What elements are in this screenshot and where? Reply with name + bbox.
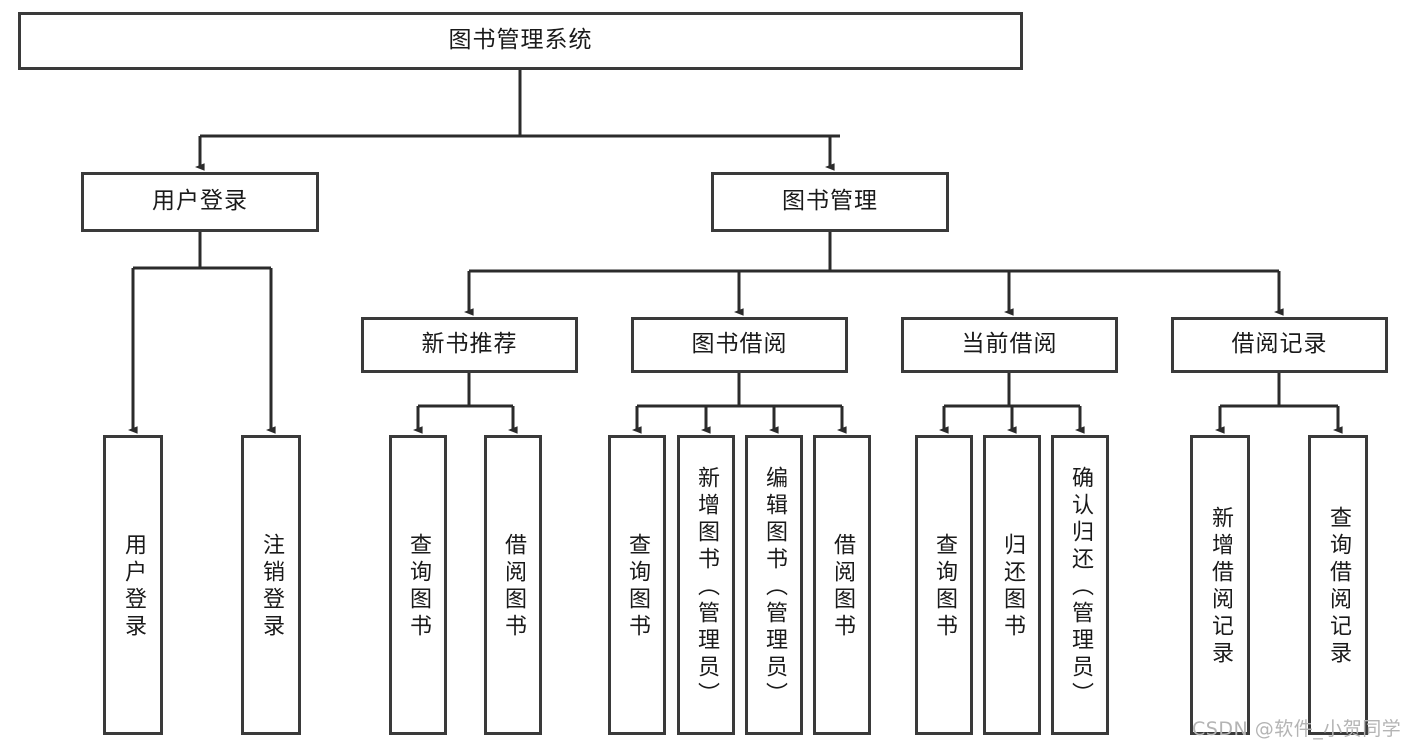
node-leaf-add-record[interactable]: 新增借阅记录	[1190, 435, 1250, 735]
node-leaf-user-login-label: 用户登录	[121, 533, 146, 641]
node-new-book-recommend[interactable]: 新书推荐	[361, 317, 578, 373]
node-leaf-query-book-3-label: 查询图书	[932, 533, 957, 641]
node-leaf-confirm-return[interactable]: 确认归还（管理员）	[1051, 435, 1109, 735]
node-leaf-user-login[interactable]: 用户登录	[103, 435, 163, 735]
node-leaf-query-book-1-label: 查询图书	[406, 533, 431, 641]
node-leaf-return-book-label: 归还图书	[1000, 533, 1025, 641]
node-new-book-recommend-label: 新书推荐	[421, 331, 518, 358]
node-book-manage-label: 图书管理	[782, 188, 878, 215]
node-leaf-confirm-return-label: 确认归还（管理员）	[1068, 465, 1093, 709]
csdn-watermark: CSDN @软件_小贺同学	[1192, 718, 1402, 740]
node-leaf-add-record-label: 新增借阅记录	[1208, 506, 1233, 668]
node-leaf-query-record[interactable]: 查询借阅记录	[1308, 435, 1368, 735]
node-leaf-query-book-1[interactable]: 查询图书	[389, 435, 447, 735]
node-leaf-add-book[interactable]: 新增图书（管理员）	[677, 435, 735, 735]
node-leaf-return-book[interactable]: 归还图书	[983, 435, 1041, 735]
node-leaf-logout-label: 注销登录	[259, 533, 284, 641]
node-leaf-borrow-book-2-label: 借阅图书	[830, 533, 855, 641]
node-leaf-edit-book-label: 编辑图书（管理员）	[762, 465, 787, 709]
node-leaf-borrow-book-1[interactable]: 借阅图书	[484, 435, 542, 735]
node-book-borrow-label: 图书借阅	[691, 331, 788, 358]
node-leaf-borrow-book-2[interactable]: 借阅图书	[813, 435, 871, 735]
node-leaf-edit-book[interactable]: 编辑图书（管理员）	[745, 435, 803, 735]
node-book-borrow[interactable]: 图书借阅	[631, 317, 848, 373]
node-borrow-record-label: 借阅记录	[1231, 331, 1328, 358]
node-leaf-add-book-label: 新增图书（管理员）	[694, 465, 719, 709]
node-user-login[interactable]: 用户登录	[81, 172, 319, 232]
node-leaf-query-record-label: 查询借阅记录	[1326, 506, 1351, 668]
node-user-login-label: 用户登录	[152, 188, 248, 215]
node-book-manage[interactable]: 图书管理	[711, 172, 949, 232]
node-current-borrow-label: 当前借阅	[961, 331, 1058, 358]
node-leaf-logout[interactable]: 注销登录	[241, 435, 301, 735]
node-borrow-record[interactable]: 借阅记录	[1171, 317, 1388, 373]
node-leaf-query-book-3[interactable]: 查询图书	[915, 435, 973, 735]
node-leaf-borrow-book-1-label: 借阅图书	[501, 533, 526, 641]
node-leaf-query-book-2-label: 查询图书	[625, 533, 650, 641]
node-current-borrow[interactable]: 当前借阅	[901, 317, 1118, 373]
node-leaf-query-book-2[interactable]: 查询图书	[608, 435, 666, 735]
node-root-system[interactable]: 图书管理系统	[18, 12, 1023, 70]
node-root-label: 图书管理系统	[448, 27, 593, 54]
